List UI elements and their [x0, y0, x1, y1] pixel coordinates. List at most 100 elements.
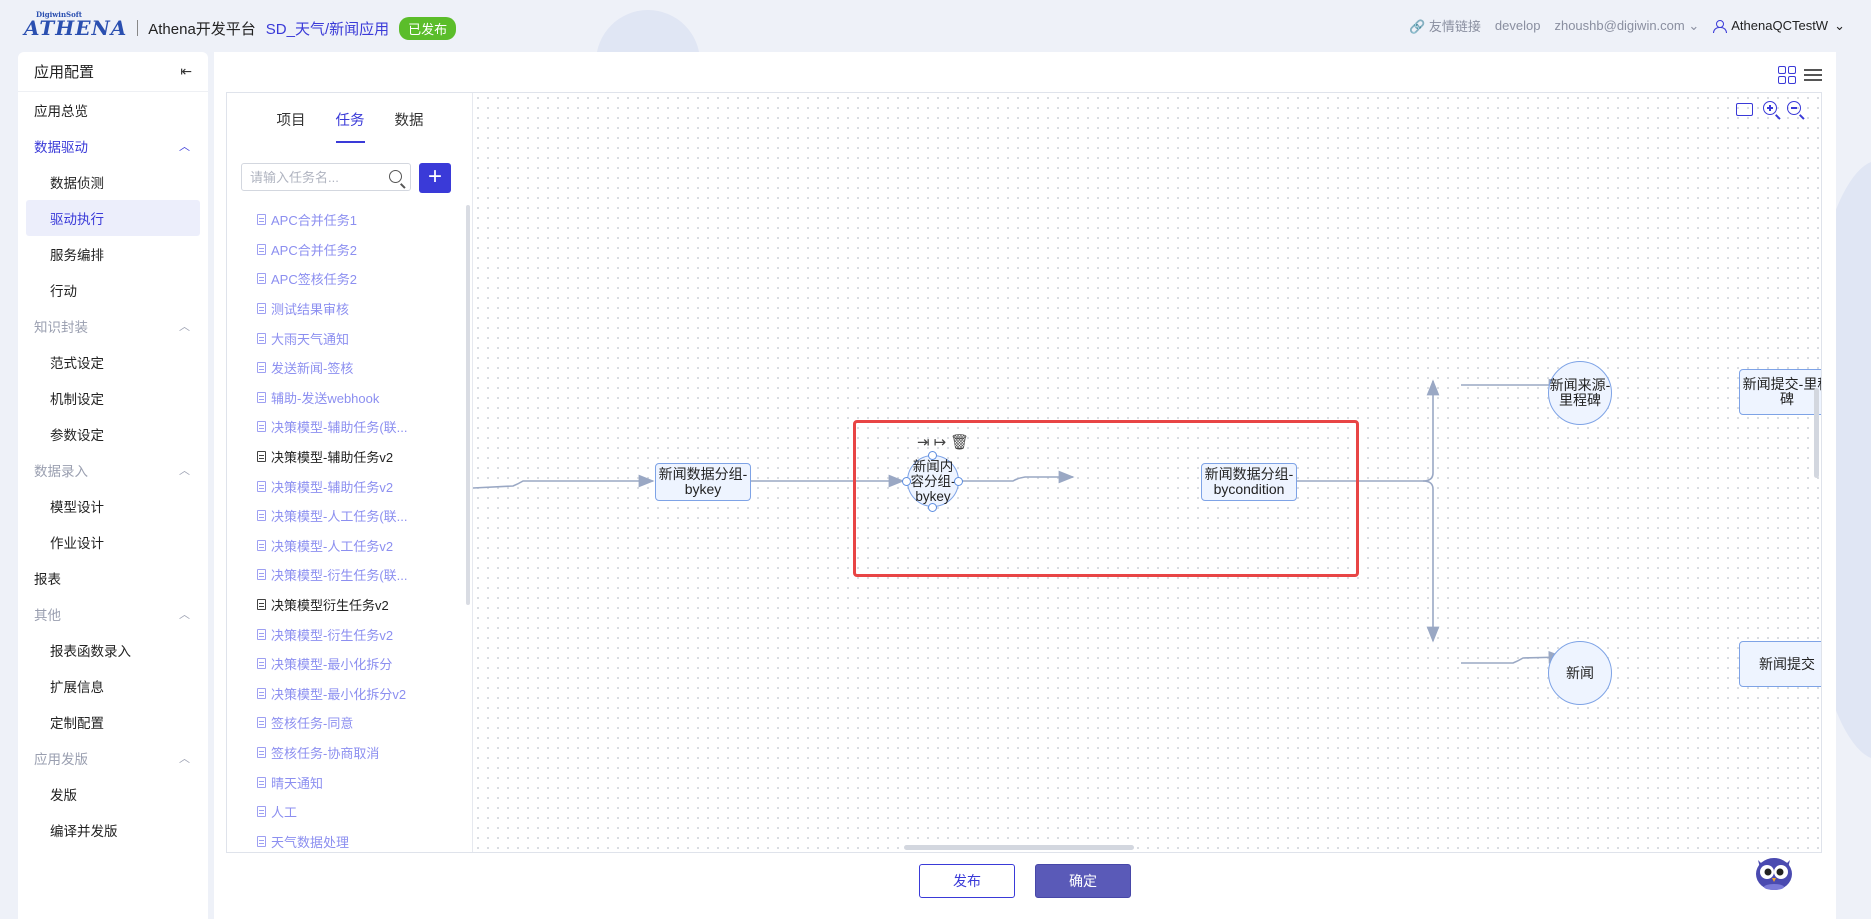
task-label: 决策模型-衍生任务(联... [271, 568, 408, 584]
task-list-item[interactable]: 决策模型-人工任务(联... [227, 501, 463, 531]
task-list-item[interactable]: 决策模型-衍生任务(联... [227, 560, 463, 590]
user-name: AthenaQCTestW [1731, 18, 1829, 33]
flow-node-news-submit[interactable]: 新闻提交 [1739, 641, 1821, 687]
task-list-item[interactable]: 测试结果审核 [227, 294, 463, 324]
zoom-out-icon[interactable] [1787, 101, 1801, 115]
task-list-item[interactable]: 人工 [227, 797, 463, 827]
task-list-item[interactable]: 大雨天气通知 [227, 323, 463, 353]
node-handle-bottom[interactable] [928, 503, 937, 512]
task-list-item[interactable]: 决策模型-人工任务v2 [227, 531, 463, 561]
tab-1[interactable]: 任务 [335, 109, 365, 143]
sidebar-item[interactable]: 范式设定 [18, 344, 208, 380]
sidebar-item[interactable]: 扩展信息 [18, 668, 208, 704]
task-label: 决策模型-最小化拆分v2 [271, 686, 407, 702]
flow-node-news[interactable]: 新闻 [1548, 641, 1612, 705]
task-label: 晴天通知 [271, 775, 324, 791]
task-label: 签核任务-同意 [271, 716, 354, 732]
canvas-tools [1736, 101, 1801, 116]
tab-0[interactable]: 项目 [276, 113, 306, 129]
task-doc-icon [257, 776, 266, 788]
task-list-item[interactable]: 晴天通知 [227, 767, 463, 797]
publish-button[interactable]: 发布 [919, 864, 1015, 898]
task-list-item[interactable]: 决策模型-最小化拆分v2 [227, 679, 463, 709]
user-menu[interactable]: AthenaQCTestW ⌄ [1713, 18, 1845, 34]
canvas-scrollbar-horizontal[interactable] [904, 845, 1134, 850]
fit-view-icon[interactable] [1736, 103, 1753, 116]
node-handle-left[interactable] [902, 477, 911, 486]
sidebar-group[interactable]: 数据录入︿ [18, 452, 208, 488]
task-list-item[interactable]: 决策模型-衍生任务v2 [227, 619, 463, 649]
task-list-item[interactable]: 决策模型-辅助任务(联... [227, 412, 463, 442]
sidebar-item[interactable]: 行动 [18, 272, 208, 308]
task-list-item[interactable]: 决策模型-辅助任务v2 [227, 442, 463, 472]
task-list-item[interactable]: 签核任务-同意 [227, 708, 463, 738]
task-list-item[interactable]: APC签核任务2 [227, 264, 463, 294]
task-list-item[interactable]: 发送新闻-签核 [227, 353, 463, 383]
task-label: 决策模型-辅助任务(联... [271, 420, 408, 436]
canvas-scrollbar-vertical[interactable] [1814, 388, 1819, 478]
sidebar-item[interactable]: 作业设计 [18, 524, 208, 560]
add-task-button[interactable]: + [419, 163, 451, 193]
task-list-item[interactable]: 决策模型-辅助任务v2 [227, 471, 463, 501]
confirm-button[interactable]: 确定 [1035, 864, 1131, 898]
top-bar: DigiwinSoft ATHENA Athena开发平台 SD_天气/新闻应用… [0, 0, 1871, 52]
sidebar-item-label: 机制设定 [50, 392, 104, 407]
sidebar-item[interactable]: 报表 [18, 560, 208, 596]
list-view-icon[interactable] [1804, 66, 1822, 84]
flow-node-source-milestone[interactable]: 新闻来源-里程碑 [1548, 361, 1612, 425]
tab-2[interactable]: 数据 [394, 113, 424, 129]
flow-node-submit-milestone[interactable]: 新闻提交-里程碑 [1739, 369, 1821, 415]
export-icon[interactable]: ↦ [933, 434, 947, 451]
task-label: 决策模型-辅助任务v2 [271, 479, 394, 495]
grid-view-icon[interactable] [1778, 66, 1796, 84]
sidebar-item-label: 数据侦测 [50, 176, 104, 191]
task-list-item[interactable]: 决策模型-最小化拆分 [227, 649, 463, 679]
sidebar-item[interactable]: 应用总览 [18, 92, 208, 128]
sidebar-item[interactable]: 数据侦测 [18, 164, 208, 200]
sidebar-group[interactable]: 数据驱动︿ [18, 128, 208, 164]
chevron-down-icon: ⌄ [1688, 17, 1700, 33]
task-list-item[interactable]: APC合并任务2 [227, 235, 463, 265]
env-label[interactable]: develop [1494, 18, 1541, 33]
sidebar-item[interactable]: 服务编排 [18, 236, 208, 272]
friend-links[interactable]: 🔗 友情链接 [1409, 16, 1481, 35]
sidebar-item[interactable]: 发版 [18, 776, 208, 812]
flow-node-bycondition[interactable]: 新闻数据分组-bycondition [1201, 463, 1297, 501]
collapse-sidebar-icon[interactable]: ⇤ [180, 63, 192, 79]
task-list-scrollbar[interactable] [466, 205, 470, 605]
assistant-owl-icon[interactable] [1752, 850, 1796, 892]
flow-canvas[interactable]: 新闻数据分组-bykey ⇥ ↦ 🗑 新闻内容分组-bykey 新闻数据分组-b… [473, 93, 1821, 852]
delete-icon[interactable]: 🗑 [950, 434, 970, 451]
sidebar-group[interactable]: 知识封装︿ [18, 308, 208, 344]
sidebar-item[interactable]: 报表函数录入 [18, 632, 208, 668]
flow-node-bykey[interactable]: 新闻数据分组-bykey [655, 463, 751, 501]
sidebar-item-label: 扩展信息 [50, 680, 104, 695]
app-name[interactable]: SD_天气/新闻应用 [265, 20, 390, 38]
sidebar-item[interactable]: 机制设定 [18, 380, 208, 416]
sidebar-item[interactable]: 参数设定 [18, 416, 208, 452]
search-icon[interactable] [389, 170, 402, 183]
task-label: 天气数据处理 [271, 834, 350, 850]
task-list-item[interactable]: APC合并任务1 [227, 205, 463, 235]
sidebar-item[interactable]: 驱动执行 [26, 200, 200, 236]
link-icon: 🔗 [1409, 19, 1426, 34]
sidebar-item[interactable]: 定制配置 [18, 704, 208, 740]
task-doc-icon [257, 687, 266, 699]
sidebar-group[interactable]: 应用发版︿ [18, 740, 208, 776]
node-handle-top[interactable] [928, 451, 937, 460]
sidebar-item[interactable]: 模型设计 [18, 488, 208, 524]
sidebar-item-label: 定制配置 [50, 716, 104, 731]
task-search-input[interactable] [242, 164, 382, 190]
node-toolbar: ⇥ ↦ 🗑 [917, 435, 969, 451]
zoom-in-icon[interactable] [1763, 101, 1777, 115]
task-list-item[interactable]: 辅助-发送webhook [227, 383, 463, 413]
task-list-item[interactable]: 天气数据处理 [227, 826, 463, 850]
sidebar-item[interactable]: 编译并发版 [18, 812, 208, 848]
node-handle-right[interactable] [954, 477, 963, 486]
task-panel: 项目 任务 数据 + APC合并任务1APC合并任务2APC签核任务2测试结果审核大… [227, 93, 473, 852]
sidebar-group[interactable]: 其他︿ [18, 596, 208, 632]
task-list-item[interactable]: 签核任务-协商取消 [227, 738, 463, 768]
task-list-item[interactable]: 决策模型衍生任务v2 [227, 590, 463, 620]
import-icon[interactable]: ⇥ [917, 434, 930, 451]
account-menu[interactable]: zhoushb@digiwin.com ⌄ [1554, 18, 1699, 34]
